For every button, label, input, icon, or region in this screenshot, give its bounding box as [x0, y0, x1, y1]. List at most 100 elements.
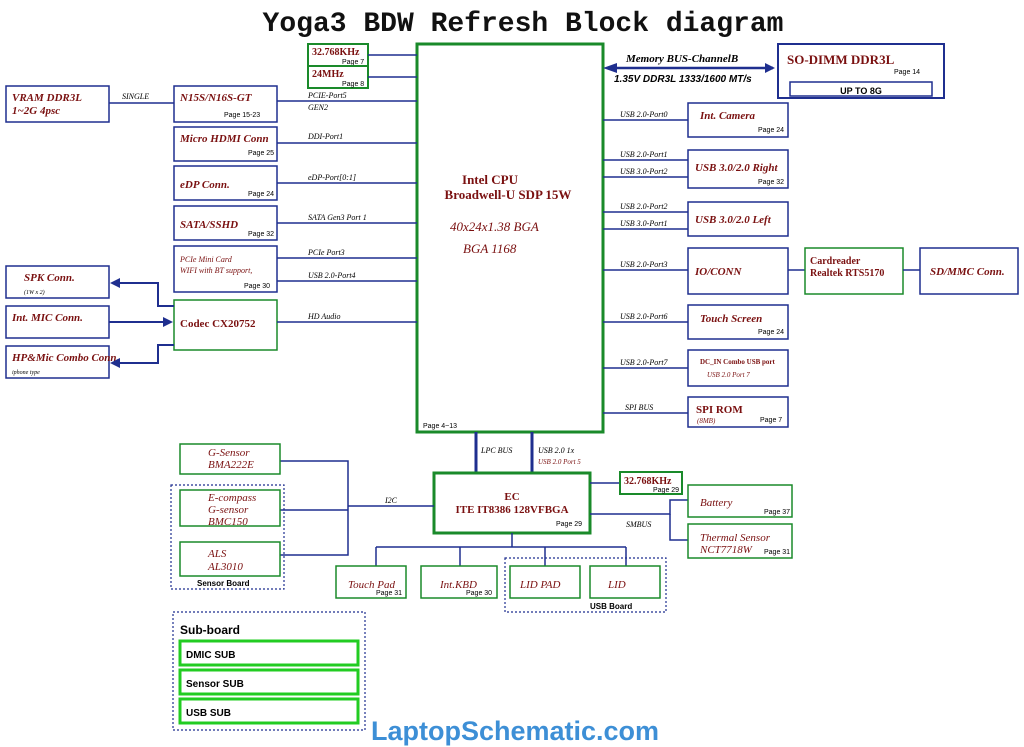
als-label: ALS: [207, 548, 227, 560]
thermal-page: Page 31: [764, 549, 790, 556]
clock-32k-page: Page 7: [342, 59, 364, 66]
hdmi-bus: DDI-Port1: [307, 132, 343, 141]
pcie-card-block: PCIe Mini Card WIFI with BT support, Pag…: [173, 245, 417, 293]
hdmi-label: Micro HDMI Conn: [179, 133, 269, 145]
gpu-page: Page 15-23: [224, 112, 260, 119]
memory-size: UP TO 8G: [840, 86, 882, 96]
pcie-card-wifi: WIFI with BT support,: [180, 266, 252, 275]
memory-speed: 1.35V DDR3L 1333/1600 MT/s: [614, 74, 752, 85]
spk-sub: (1W x 2): [24, 289, 45, 296]
ec-title: EC: [504, 491, 519, 503]
touch-bus: USB 2.0-Port6: [620, 312, 668, 321]
lid-label: LID: [607, 579, 626, 591]
dcin-block: USB 2.0-Port7 DC_IN Combo USB port USB 2…: [603, 349, 789, 387]
hp-sub: iphone type: [12, 370, 40, 376]
gpu-label: N15S/N16S-GT: [179, 92, 253, 104]
sd-label: SD/MMC Conn.: [930, 266, 1005, 278]
ecompass-label: E-compass: [207, 492, 256, 504]
hp-block: HP&Mic Combo Conn. iphone type: [5, 345, 119, 379]
memory-label: SO-DIMM DDR3L: [787, 52, 895, 67]
usb-right-bus-usb2: USB 2.0-Port1: [620, 150, 668, 159]
cpu-page: Page 4~13: [423, 423, 457, 430]
touch-block: USB 2.0-Port6 Touch Screen Page 24: [603, 304, 789, 340]
i2c-label: I2C: [384, 496, 398, 505]
ec-page: Page 29: [556, 521, 582, 528]
lid-block: LID: [589, 565, 661, 599]
vram-block: VRAM DDR3L 1~2G 4psc SINGLE: [5, 85, 174, 123]
memory-page: Page 14: [894, 69, 920, 76]
touch-label: Touch Screen: [700, 313, 762, 325]
gsensor-block: G-Sensor BMA222E: [179, 443, 281, 475]
usb-right-block: USB 2.0-Port1 USB 3.0-Port2 USB 3.0/2.0 …: [603, 149, 789, 189]
lidpad-block: LID PAD: [509, 565, 581, 599]
spi-page: Page 7: [760, 417, 782, 424]
usb-ec-port: USB 2.0 Port 5: [538, 458, 581, 466]
gsensor-label: G-Sensor: [208, 447, 250, 459]
pcie-card-label: PCIe Mini Card: [179, 255, 233, 264]
sata-label: SATA/SSHD: [180, 219, 238, 231]
sensor-board-label: Sensor Board: [197, 579, 250, 588]
vram-size: 1~2G 4psc: [12, 105, 60, 117]
spk-block: SPK Conn. (1W x 2): [5, 265, 110, 299]
usb-ec-label: USB 2.0 1x: [538, 446, 575, 455]
camera-bus: USB 2.0-Port0: [620, 110, 668, 119]
kbd-label: Int.KBD: [439, 579, 477, 591]
usb-right-bus-usb3: USB 3.0-Port2: [620, 167, 668, 176]
edp-bus: eDP-Port[0:1]: [308, 173, 356, 182]
sata-page: Page 32: [248, 231, 274, 238]
subboard-dmic-label: DMIC SUB: [186, 650, 235, 661]
cpu-ec-links: LPC BUS USB 2.0 1x USB 2.0 Port 5: [474, 432, 581, 473]
ecompass-model: BMC150: [208, 516, 248, 528]
clock-24m-label: 24MHz: [312, 69, 344, 80]
lpc-bus-label: LPC BUS: [480, 446, 512, 455]
subboard-sensor: Sensor SUB: [178, 668, 360, 696]
hdmi-page: Page 25: [248, 150, 274, 157]
battery-page: Page 37: [764, 509, 790, 516]
pcie-usb-bus: USB 2.0-Port4: [308, 271, 356, 280]
vram-link-label: SINGLE: [122, 92, 149, 101]
thermal-model: NCT7718W: [699, 544, 753, 556]
touch-page: Page 24: [758, 329, 784, 336]
als-model: AL3010: [207, 561, 243, 573]
ecompass-gsensor: G-sensor: [208, 504, 249, 516]
battery-block: Battery Page 37: [687, 484, 793, 518]
lidpad-label: LID PAD: [519, 579, 560, 591]
cardreader-model: Realtek RTS5170: [810, 268, 884, 279]
sata-block: SATA/SSHD Page 32 SATA Gen3 Port 1: [173, 205, 417, 241]
subboard-usb: USB SUB: [178, 697, 360, 725]
battery-label: Battery: [700, 497, 732, 509]
usb-board-outline: [504, 557, 667, 613]
ecompass-block: E-compass G-sensor BMC150: [179, 489, 281, 528]
usb-left-block: USB 2.0-Port2 USB 3.0-Port1 USB 3.0/2.0 …: [603, 201, 789, 237]
audio-connectors: [109, 278, 174, 368]
gpu-bus-gen: GEN2: [308, 103, 328, 112]
edp-block: eDP Conn. Page 24 eDP-Port[0:1]: [173, 165, 417, 201]
vram-label: VRAM DDR3L: [12, 92, 82, 104]
cpu-ball-count: BGA 1168: [463, 241, 517, 256]
clock-24m-page: Page 8: [342, 81, 364, 88]
sensor-board-outline: [170, 484, 285, 590]
subboard-sensor-label: Sensor SUB: [186, 679, 244, 690]
io-label: IO/CONN: [694, 266, 743, 278]
mic-label: Int. MIC Conn.: [11, 312, 83, 324]
spk-label: SPK Conn.: [24, 272, 75, 284]
thermal-block: Thermal Sensor NCT7718W Page 31: [687, 523, 793, 559]
gpu-bus: PCIE-Port5: [307, 91, 347, 100]
clock-32k-block: 32.768KHz Page 7: [307, 43, 417, 67]
pcie-card-page: Page 30: [244, 283, 270, 290]
smbus-links: [590, 499, 688, 541]
codec-block: Codec CX20752 HD Audio: [173, 299, 417, 351]
cpu-box: [415, 42, 605, 434]
clock-32k-label: 32.768KHz: [312, 47, 360, 58]
hdmi-block: Micro HDMI Conn Page 25 DDI-Port1: [173, 126, 417, 162]
pcie-bus: PCIe Port3: [307, 248, 345, 257]
dcin-label: DC_IN Combo USB port: [700, 358, 776, 366]
sata-bus: SATA Gen3 Port 1: [308, 213, 367, 222]
camera-block: USB 2.0-Port0 Int. Camera Page 24: [603, 102, 789, 138]
hp-label: HP&Mic Combo Conn.: [11, 352, 119, 364]
ec-clock-label: 32.768KHz: [624, 476, 672, 487]
usb-board-label: USB Board: [590, 602, 632, 611]
subboard-title: Sub-board: [180, 623, 240, 637]
edp-page: Page 24: [248, 191, 274, 198]
clock-24m-block: 24MHz Page 8: [307, 65, 417, 89]
